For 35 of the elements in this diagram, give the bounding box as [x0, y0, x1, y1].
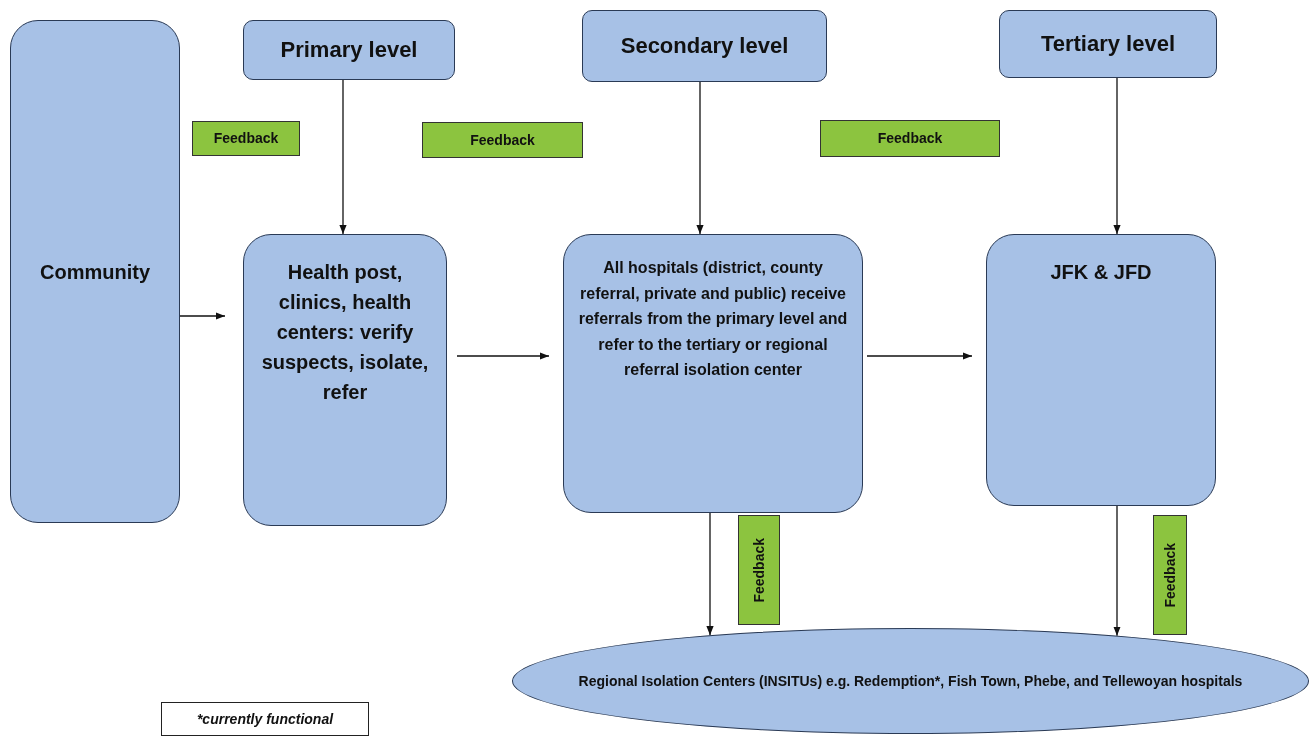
node-text: Feedback [213, 129, 279, 148]
arrow [866, 352, 973, 360]
node-text: JFK & JFD [1050, 260, 1152, 285]
node-text: Tertiary level [1040, 29, 1176, 58]
level-box [243, 20, 455, 80]
arrow [339, 79, 347, 235]
node-text: All hospitals (district, county referral, private and public) receive referrals from the primary level and refer to the tertiary or regional referral isolation center [577, 258, 849, 381]
node-text: Feedback [877, 129, 943, 148]
node-text: Feedback [470, 130, 535, 150]
node-text: Community [40, 259, 150, 285]
level-box [582, 10, 827, 82]
note-box [161, 702, 369, 736]
node-text: Regional Isolation Centers (INSITUs) e.g. Redemption*, Fish Town, Phebe, and Tellewoyan hospitals [578, 671, 1243, 691]
node-text: *currently functional [196, 709, 334, 729]
arrow [456, 352, 550, 360]
node-text: Feedback [749, 537, 768, 603]
arrow [696, 81, 704, 235]
feedback-box [1153, 515, 1187, 635]
process-box [243, 234, 447, 526]
node-text: Secondary level [620, 31, 789, 60]
feedback-box [820, 120, 1000, 157]
node-text: Primary level [280, 35, 418, 64]
process-box [10, 20, 180, 523]
level-box [999, 10, 1217, 78]
arrow [1113, 505, 1121, 637]
arrow [1113, 77, 1121, 235]
arrow [179, 312, 226, 320]
node-text: Health post, clinics, health centers: verify suspects, isolate, refer [260, 260, 430, 405]
feedback-box [738, 515, 780, 625]
process-box [563, 234, 863, 513]
node-text: Feedback [1160, 542, 1179, 608]
process-box [986, 234, 1216, 506]
feedback-box [192, 121, 300, 156]
arrow [706, 512, 714, 636]
feedback-box [422, 122, 583, 158]
